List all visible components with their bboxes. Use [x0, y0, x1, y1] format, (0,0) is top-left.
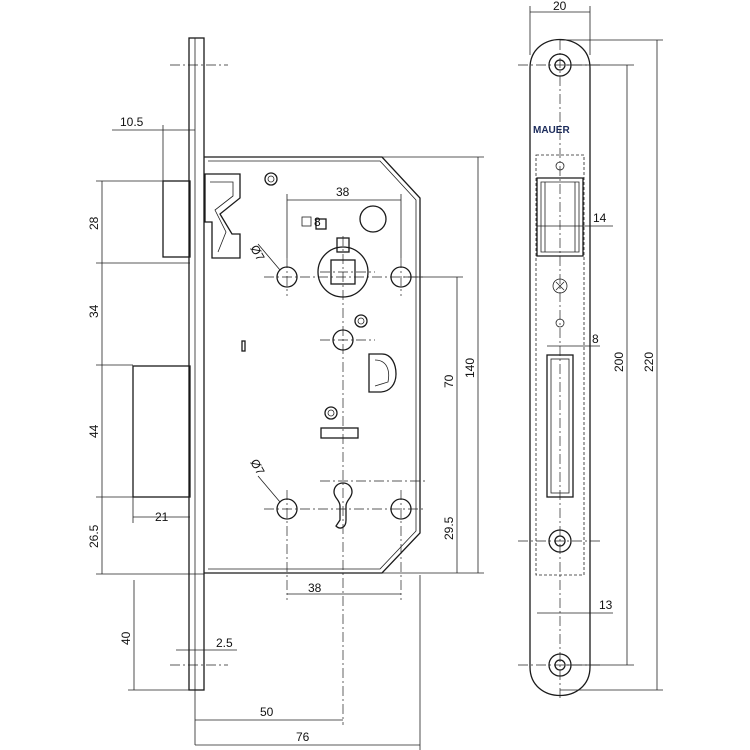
dim-square: 8: [314, 215, 321, 229]
right-dimensions: 20 14 8 13 200 220: [529, 0, 663, 691]
dim-hole-spacing-bottom: 38: [308, 581, 322, 595]
brand-label: MAUER: [533, 125, 570, 136]
dim-keyhole-offset: 29.5: [442, 516, 456, 540]
follower: [315, 205, 387, 298]
dim-case-height: 140: [463, 358, 477, 378]
latch-opening: [536, 177, 584, 257]
faceplate-outline: [529, 38, 591, 697]
dim-faceplate-thickness: 2.5: [216, 636, 233, 650]
dim-overall: 76: [296, 730, 310, 744]
dim-bolt-width: 21: [155, 510, 169, 524]
faceplate-front-view: MAUER: [518, 38, 602, 700]
dim-bolt-height: 44: [87, 424, 101, 438]
dim-center-distance: 70: [442, 374, 456, 388]
dim-plate-220: 220: [642, 352, 656, 372]
dim-bottom: 26.5: [87, 524, 101, 548]
dim-plate-bolt: 8: [592, 332, 599, 346]
dim-plate-200: 200: [612, 352, 626, 372]
dim-hole-dia-top: Ø7: [247, 243, 267, 264]
lock-case: [204, 156, 421, 574]
dim-plate-13: 13: [599, 598, 613, 612]
dim-latch-projection: 10.5: [120, 115, 144, 129]
faceplate: [188, 37, 205, 691]
dim-latch-height: 28: [87, 216, 101, 230]
internal-lever: [368, 353, 397, 393]
keyhole: [333, 482, 353, 529]
latch-bolt: [162, 173, 241, 259]
lock-body-view: [132, 37, 425, 725]
dim-plate-latch: 14: [593, 211, 607, 225]
left-dimensions: 10.5 28 34 44 26.5 21 40 2.5 50 76: [87, 115, 484, 750]
dead-bolt: [132, 365, 191, 498]
dim-hole-spacing-top: 38: [336, 185, 350, 199]
dim-hole-dia-bottom: Ø7: [247, 457, 267, 478]
dim-spacing: 34: [87, 304, 101, 318]
dim-plate-width: 20: [553, 0, 567, 13]
dim-faceplate-40: 40: [119, 631, 133, 645]
dim-backset: 50: [260, 705, 274, 719]
